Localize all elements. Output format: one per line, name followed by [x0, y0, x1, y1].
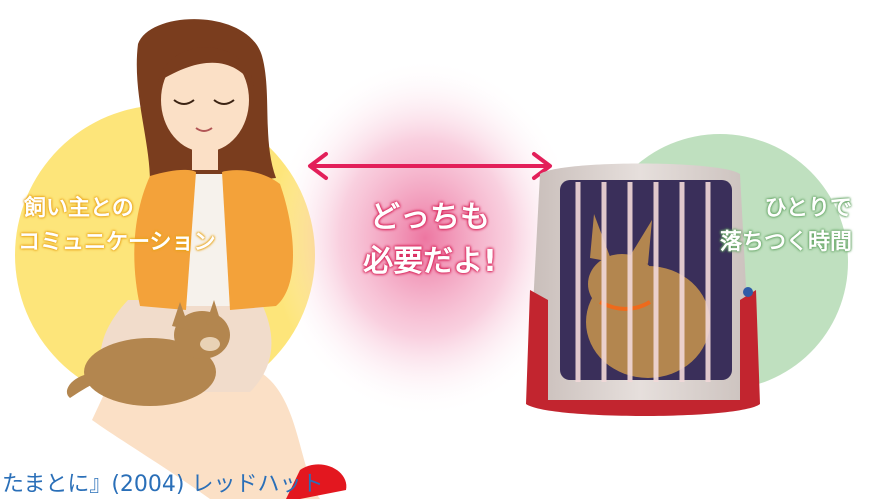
caption-center-line2: 必要だよ! [363, 244, 497, 279]
double-arrow-icon [308, 152, 552, 180]
caption-left-line1: 飼い主との [24, 196, 134, 221]
caption-both-needed: どっちも 必要だよ! [330, 196, 530, 284]
pet-crate [526, 163, 760, 416]
dog-on-lap [66, 300, 230, 406]
caption-right-line1: ひとりで [764, 196, 852, 221]
footer-citation: たまとに』(2004) レッドハット [2, 472, 324, 497]
woman-figure [92, 19, 347, 499]
caption-owner-communication: 飼い主との コミュニケーション [18, 192, 258, 260]
caption-alone-time: ひとりで 落ちつく時間 [672, 192, 852, 260]
caption-center-line1: どっちも [370, 200, 490, 235]
caption-left-line2: コミュニケーション [18, 230, 216, 255]
caption-right-line2: 落ちつく時間 [719, 230, 852, 255]
center-pink-glow [270, 58, 580, 418]
